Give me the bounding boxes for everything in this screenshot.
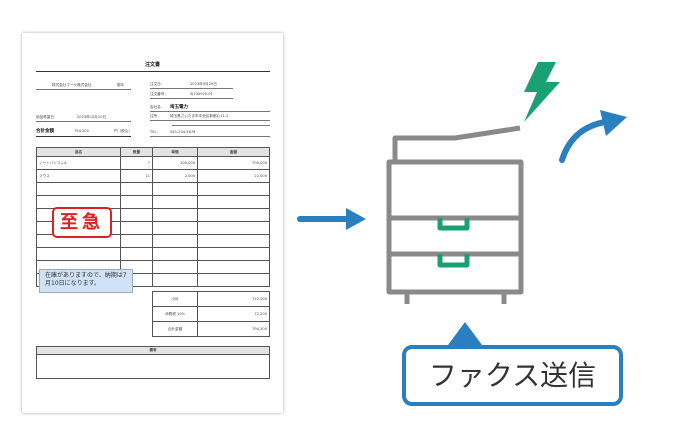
recipient: 株式会社マーケ株式会社	[52, 83, 92, 87]
delivery-note: 在庫がありますので、納期は7月10日になります。	[39, 269, 133, 293]
fax-label-pointer	[448, 322, 482, 345]
total-label: 合計金額	[36, 129, 54, 134]
urgent-stamp: 至急	[52, 207, 112, 238]
printer-icon	[386, 125, 524, 304]
lightning-icon	[524, 62, 560, 122]
order-date: 2023年9月29日	[190, 82, 217, 86]
tel-label: TEL：	[150, 130, 161, 134]
order-no-label: 注文番号：	[150, 92, 168, 96]
honorific: 御中	[117, 83, 125, 87]
order-date-label: 注文日：	[150, 82, 165, 86]
remarks-box: 備考	[36, 346, 270, 379]
address-label: 住所：	[150, 114, 161, 118]
address: 埼玉県さいたま市中央区新都心11-2	[170, 114, 229, 118]
delivery-date: 2023年10月10日	[77, 115, 107, 119]
purchase-order-document: 注文書 株式会社マーケ株式会社 御中 注文日： 2023年9月29日 注文番号：…	[22, 33, 283, 413]
total-unit: 円（税込）	[114, 129, 132, 133]
tel: 045-234-5678	[170, 130, 196, 134]
curved-arrow-icon	[559, 110, 627, 163]
fax-send-label: ファクス送信	[402, 345, 623, 406]
summary-row: 消費税 10%72,200	[152, 306, 270, 322]
company-label: 会社名：	[150, 105, 165, 109]
arrow-right-icon	[297, 208, 366, 230]
order-no: SJ230925-01	[190, 92, 213, 96]
document-title: 注文書	[144, 62, 160, 68]
delivery-label: 納品希望日	[36, 115, 54, 119]
company: 埼玉電力	[170, 105, 188, 110]
total-value: 794,200	[74, 129, 89, 133]
